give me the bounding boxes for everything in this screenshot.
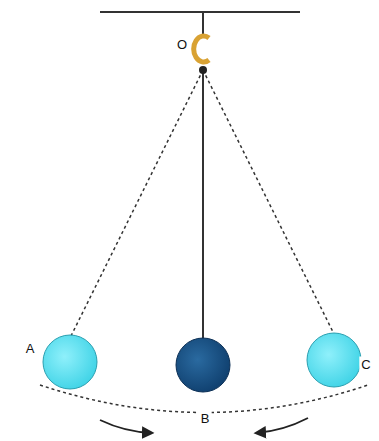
bob-c — [307, 333, 361, 387]
support-bar — [100, 11, 300, 13]
dotted-string-a — [70, 70, 203, 338]
hook-stem — [202, 12, 204, 36]
point-label: A — [24, 341, 37, 356]
string — [202, 70, 204, 340]
pivot — [199, 66, 207, 74]
point-label: O — [175, 37, 189, 52]
point-label: B — [199, 411, 212, 426]
motion-arrow-left — [256, 418, 308, 433]
hook — [194, 36, 209, 62]
motion-arrow-right — [100, 420, 152, 433]
point-label: C — [359, 357, 372, 372]
bob-b — [176, 338, 230, 392]
bob-a — [43, 335, 97, 389]
dotted-string-c — [203, 70, 334, 334]
